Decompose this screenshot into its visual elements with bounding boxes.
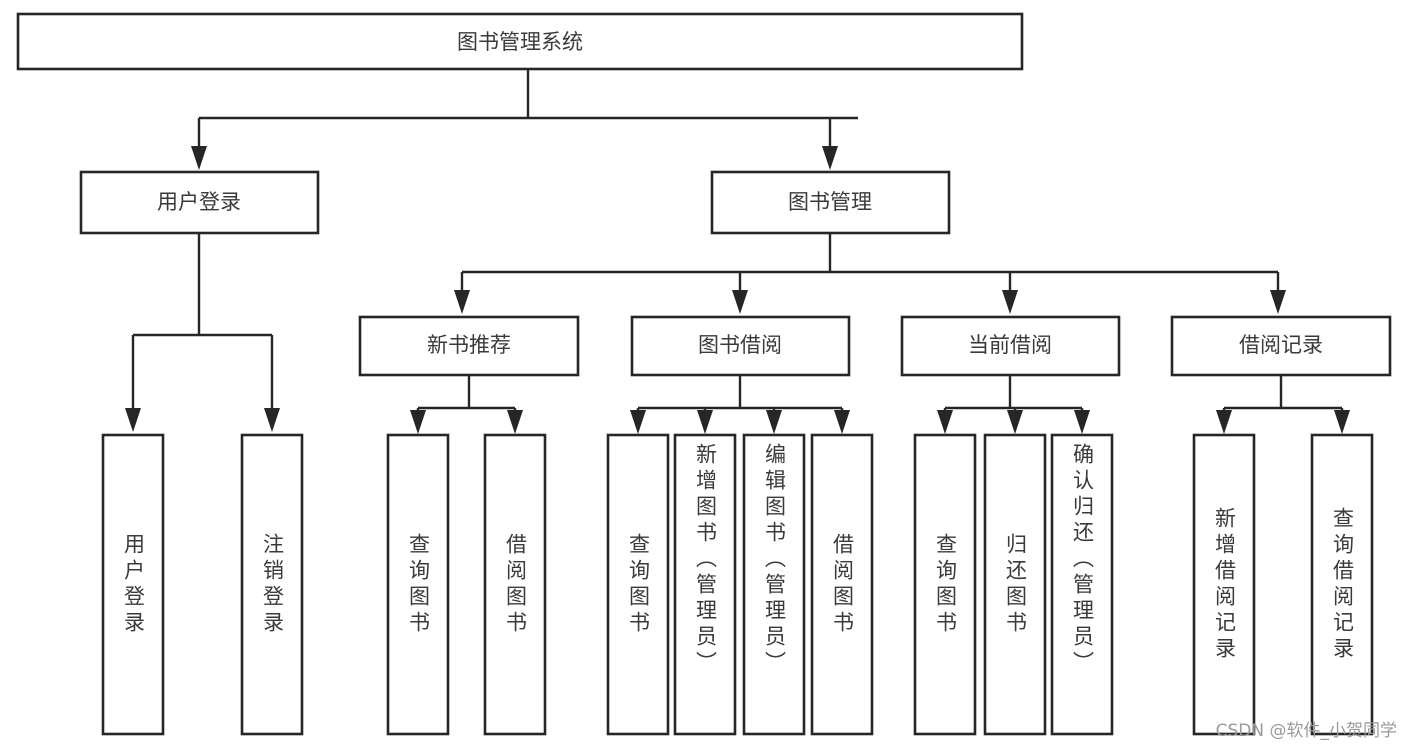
node-current-borrow-box[interactable] [900,315,1121,377]
arrow-user-login-leaf-2 [264,408,280,432]
arrow-current-borrow-leaf-2 [1007,410,1023,434]
arrow-book-borrow-leaf-3 [766,410,782,434]
node-user-login-box[interactable] [79,170,320,235]
node-new-book-recommend-box[interactable] [358,315,580,377]
node-leaf-borrow-book-2-box[interactable] [810,433,874,736]
node-root-label: 图书管理系统 [457,30,583,54]
node-leaf-add-record-box[interactable] [1192,433,1256,736]
arrow-current-borrow-leaf-1 [937,410,953,434]
arrow-book-manage-to-book-borrow [732,290,748,314]
arrow-book-manage-to-current-borrow [1002,290,1018,314]
node-layer: 图书管理系统 用户登录 图书管理 新书推荐 图书借阅 当前借阅 借阅记录 [16,12,1392,736]
node-book-manage-label: 图书管理 [788,190,872,214]
arrow-user-login-leaf-1 [125,408,141,432]
arrow-book-borrow-leaf-4 [834,410,850,434]
node-borrow-record-label: 借阅记录 [1239,333,1323,357]
node-leaf-query-book-2-box[interactable] [606,433,670,736]
csdn-watermark: CSDN @软件_小贺同学 [1215,721,1397,741]
arrow-current-borrow-leaf-3 [1074,410,1090,434]
node-leaf-user-login-box[interactable] [101,433,165,736]
node-current-borrow-label: 当前借阅 [968,333,1052,357]
node-new-book-recommend-label: 新书推荐 [427,333,511,357]
arrow-borrow-record-leaf-2 [1334,410,1350,434]
node-leaf-borrow-book-1-box[interactable] [483,433,547,736]
node-leaf-add-book-box[interactable] [673,433,737,736]
arrow-book-borrow-leaf-2 [697,410,713,434]
arrow-book-manage-to-new-book-recommend [454,290,470,314]
node-leaf-query-book-3-box[interactable] [913,433,977,736]
node-leaf-logout-login-box[interactable] [240,433,304,736]
node-leaf-confirm-return-box[interactable] [1050,433,1114,736]
arrow-root-to-user-login [191,146,207,170]
node-leaf-edit-book-box[interactable] [742,433,806,736]
node-leaf-query-book-1-box[interactable] [386,433,450,736]
arrow-new-book-recommend-leaf-2 [507,410,523,434]
node-leaf-return-book-box[interactable] [983,433,1047,736]
node-leaf-query-record-box[interactable] [1310,433,1374,736]
arrow-borrow-record-leaf-1 [1216,410,1232,434]
node-book-borrow-box[interactable] [630,315,851,377]
arrow-root-to-book-manage [822,146,838,170]
node-user-login-label: 用户登录 [157,190,241,214]
node-book-borrow-label: 图书借阅 [698,333,782,357]
node-borrow-record-box[interactable] [1170,315,1392,377]
node-book-manage-box[interactable] [710,170,951,235]
connector-layer [125,69,1350,434]
arrow-new-book-recommend-leaf-1 [410,410,426,434]
arrow-book-borrow-leaf-1 [630,410,646,434]
arrow-book-manage-to-borrow-record [1270,290,1286,314]
node-root-box[interactable] [16,12,1024,71]
